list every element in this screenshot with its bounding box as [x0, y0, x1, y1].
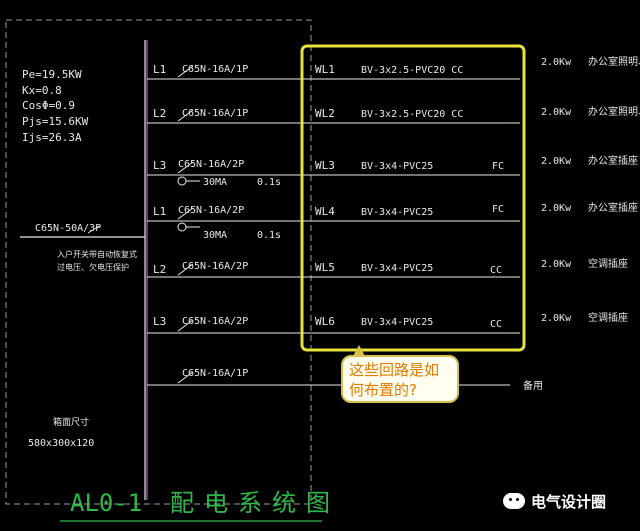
wl-label: WL1: [315, 63, 335, 76]
breaker-label: C65N-16A/2P: [182, 316, 248, 327]
breaker-label: C65N-16A/2P: [178, 159, 244, 170]
main-breaker-note-2: 过电压、欠电压保护: [57, 262, 129, 272]
use-label: 办公室照明、: [588, 55, 640, 68]
cable-label: BV-3x4-PVC25: [361, 161, 433, 172]
wechat-icon: [503, 493, 525, 509]
breaker-label: C65N-16A/2P: [178, 205, 244, 216]
load-label: 2.0Kw: [541, 203, 572, 214]
load-label: 2.0Kw: [541, 259, 572, 270]
panel-border: [5, 19, 312, 505]
breaker-contact: [177, 109, 194, 122]
rcd-label: 30MA: [203, 230, 227, 241]
spare-use-label: 备用: [523, 379, 543, 392]
circuit-row: L2 C65N-16A/2P WL5 BV-3x4-PVC25 CC 2.0Kw…: [147, 257, 628, 278]
watermark-text: 电气设计圈: [531, 492, 607, 511]
laying-label: CC: [490, 319, 502, 330]
rcd-label: 30MA: [203, 177, 227, 188]
laying-label: FC: [492, 204, 504, 215]
main-breaker-contact: [87, 225, 100, 234]
incoming-feeder: C65N-50A/3P 入户开关带自动恢复式 过电压、欠电压保护: [20, 223, 145, 272]
main-breaker-label: C65N-50A/3P: [35, 223, 101, 234]
time-label: 0.1s: [257, 177, 281, 188]
param-kx: Kx=0.8: [22, 84, 62, 97]
parameter-block: Pe=19.5KW Kx=0.8 CosΦ=0.9 Pjs=15.6KW Ijs…: [22, 68, 89, 144]
cable-label: BV-3x2.5-PVC20 CC: [361, 65, 463, 76]
cable-label: BV-3x2.5-PVC20 CC: [361, 109, 463, 120]
phase-label: L1: [153, 63, 166, 76]
circuit-row: L3 C65N-16A/2P WL6 BV-3x4-PVC25 CC 2.0Kw…: [147, 311, 628, 334]
cable-label: BV-3x4-PVC25: [361, 263, 433, 274]
wl-label: WL5: [315, 261, 335, 274]
laying-label: CC: [490, 265, 502, 276]
main-breaker-note-1: 入户开关带自动恢复式: [57, 249, 137, 259]
cable-label: BV-3x4-PVC25: [361, 207, 433, 218]
phase-label: L1: [153, 205, 166, 218]
use-label: 空调插座: [588, 311, 628, 324]
circuit-row: L2 C65N-16A/1P WL2 BV-3x2.5-PVC20 CC 2.0…: [147, 105, 640, 124]
param-cos: CosΦ=0.9: [22, 99, 75, 112]
question-callout: 这些回路是如何布置的?: [341, 345, 459, 403]
breaker-contact: [177, 207, 194, 220]
wl-label: WL2: [315, 107, 335, 120]
drawing-title: 配电系统图: [170, 489, 340, 517]
watermark: 电气设计圈: [503, 488, 606, 514]
phase-label: L3: [153, 315, 166, 328]
use-label: 办公室插座: [588, 201, 638, 214]
breaker-label: C65N-16A/1P: [182, 108, 248, 119]
wl-label: WL3: [315, 159, 335, 172]
param-ijs: Ijs=26.3A: [22, 131, 82, 144]
load-label: 2.0Kw: [541, 313, 572, 324]
wl-label: WL4: [315, 205, 335, 218]
phase-label: L2: [153, 263, 166, 276]
circuit-row: L1 C65N-16A/1P WL1 BV-3x2.5-PVC20 CC 2.0…: [147, 55, 640, 80]
param-pjs: Pjs=15.6KW: [22, 115, 89, 128]
breaker-contact: [177, 65, 194, 78]
panel-id: AL0-1: [70, 489, 142, 517]
time-label: 0.1s: [257, 230, 281, 241]
breaker-contact: [177, 319, 194, 332]
rcd-symbol: [177, 176, 187, 186]
breaker-label: C65N-16A/1P: [182, 64, 248, 75]
rcd-symbol: [177, 222, 187, 232]
box-size-value: 580x300x120: [28, 438, 94, 449]
cable-label: BV-3x4-PVC25: [361, 317, 433, 328]
breaker-contact: [177, 371, 194, 384]
use-label: 空调插座: [588, 257, 628, 270]
breaker-label: C65N-16A/2P: [182, 261, 248, 272]
circuit-row: L1 C65N-16A/2P 30MA 0.1s WL4 BV-3x4-PVC2…: [147, 201, 638, 241]
load-label: 2.0Kw: [541, 57, 572, 68]
load-label: 2.0Kw: [541, 107, 572, 118]
phase-label: L2: [153, 107, 166, 120]
breaker-contact: [177, 263, 194, 276]
use-label: 办公室插座: [588, 154, 638, 167]
laying-label: FC: [492, 161, 504, 172]
box-size-label: 箱面尺寸: [53, 416, 89, 428]
wl-label: WL6: [315, 315, 335, 328]
phase-label: L3: [153, 159, 166, 172]
circuit-row: L3 C65N-16A/2P 30MA 0.1s WL3 BV-3x4-PVC2…: [147, 154, 638, 188]
use-label: 办公室照明、: [588, 105, 640, 118]
load-label: 2.0Kw: [541, 156, 572, 167]
param-pe: Pe=19.5KW: [22, 68, 82, 81]
highlight-box: [300, 44, 526, 352]
breaker-contact: [177, 161, 194, 174]
spare-breaker-label: C65N-16A/1P: [182, 368, 248, 379]
